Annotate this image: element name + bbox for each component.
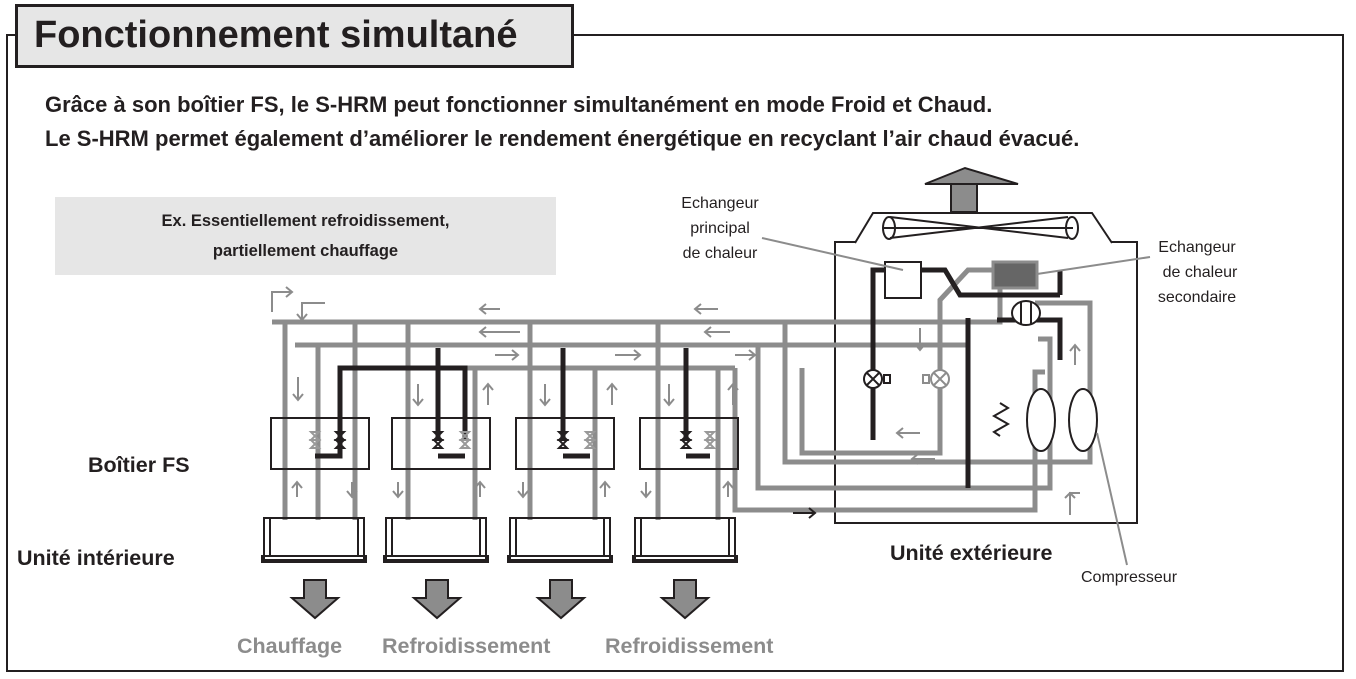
title-box [15, 4, 574, 68]
main-exchanger-label-1: Echangeur [681, 195, 759, 212]
expansion-valve-icon [863, 369, 891, 389]
main-exchanger-label-2: principal [690, 220, 750, 237]
expansion-valve-icon [922, 369, 950, 389]
dark-refrigerant-lines [315, 267, 1063, 488]
valve-icons [310, 431, 715, 449]
flow-arrow-icons [271, 286, 1081, 519]
diagram-frame [6, 34, 1344, 672]
valve-icon [310, 431, 320, 449]
outdoor-unit-label: Unité extérieure [890, 541, 1053, 565]
secondary-exchanger-label-3: secondaire [1158, 289, 1236, 306]
airflow-arrow-icons [289, 579, 711, 620]
example-line-2: partiellement chauffage [212, 242, 399, 260]
indoor-unit-1 [261, 517, 367, 563]
fs-box-3 [515, 417, 615, 470]
exhaust-air-arrow-icon [924, 166, 1019, 213]
capillary-tube-icon [991, 402, 1011, 437]
intro-line-2: Le S-HRM permet également d’améliorer le… [45, 126, 1080, 151]
fs-box-1 [270, 417, 370, 470]
compressor-label: Compresseur [1081, 569, 1178, 586]
mode-label-heating: Chauffage [237, 634, 342, 658]
airflow-arrow-icon [659, 579, 711, 620]
fs-box-label: Boîtier FS [88, 453, 190, 477]
indoor-units [261, 517, 738, 563]
valve-icon [585, 431, 595, 449]
main-exchanger-label-3: de chaleur [683, 245, 758, 262]
page-title: Fonctionnement simultané [34, 14, 518, 56]
fs-box-2 [391, 417, 491, 470]
airflow-arrow-icon [535, 579, 587, 620]
secondary-exchanger-label-2: de chaleur [1163, 264, 1238, 281]
example-box: Ex. Essentiellement refroidissement, par… [55, 197, 556, 275]
indoor-unit-label: Unité intérieure [17, 546, 175, 570]
airflow-arrow-icon [411, 579, 463, 620]
secondary-heat-exchanger [991, 260, 1039, 290]
mode-label-cooling-1: Refroidissement [382, 634, 550, 658]
indoor-unit-2 [383, 517, 489, 563]
example-line-1: Ex. Essentiellement refroidissement, [161, 212, 450, 230]
fan-icon [882, 216, 1079, 240]
indoor-unit-3 [507, 517, 613, 563]
four-way-valve-icon [1011, 300, 1041, 326]
fs-box-4 [639, 417, 739, 470]
intro-line-1: Grâce à son boîtier FS, le S-HRM peut fo… [45, 92, 993, 117]
fs-boxes [270, 417, 739, 470]
airflow-arrow-icon [289, 579, 341, 620]
valve-icon [705, 431, 715, 449]
secondary-exchanger-label-1: Echangeur [1158, 239, 1236, 256]
indoor-unit-4 [632, 517, 738, 563]
leader-lines [761, 237, 1151, 566]
mode-label-cooling-2: Refroidissement [605, 634, 773, 658]
compressor-icon [1026, 388, 1098, 452]
